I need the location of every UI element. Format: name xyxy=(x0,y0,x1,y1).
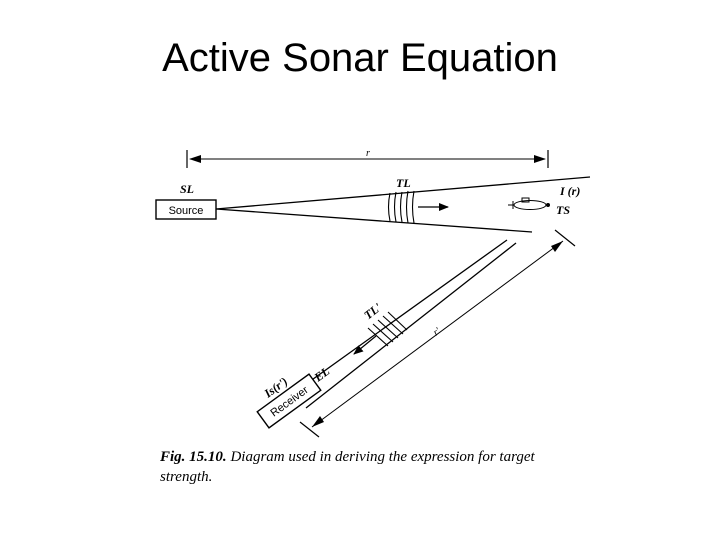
figure-number: Fig. 15.10. xyxy=(160,449,227,465)
target-strength-label: TS xyxy=(556,203,570,217)
range-arrow-right xyxy=(534,155,546,163)
outgoing-beam xyxy=(215,176,591,233)
submarine-target-icon xyxy=(508,197,550,210)
return-wavefronts xyxy=(367,311,408,347)
figure-caption: Fig. 15.10. Diagram used in deriving the… xyxy=(160,447,580,487)
source-box-label: Source xyxy=(169,205,204,217)
return-range-arrow-bottom xyxy=(312,416,324,427)
return-propagation-arrow xyxy=(353,335,377,355)
range-arrow-left xyxy=(189,155,201,163)
outgoing-wavefronts xyxy=(387,190,415,224)
receiver-box: Receiver xyxy=(256,373,322,429)
source-box: Source xyxy=(155,199,217,220)
transmission-loss-label: TL xyxy=(396,176,411,190)
return-range-label: r' xyxy=(431,325,443,338)
range-label: r xyxy=(366,148,370,159)
return-beam xyxy=(294,239,517,409)
return-range-dimension: r' xyxy=(299,229,576,438)
source-level-label: SL xyxy=(180,182,194,196)
return-range-arrow-top xyxy=(551,241,563,252)
range-dimension: r xyxy=(186,148,549,168)
intensity-label: I (r) xyxy=(559,184,580,198)
slide-title: Active Sonar Equation xyxy=(162,36,558,80)
return-transmission-loss-label: TL' xyxy=(361,300,384,323)
caption-text: Diagram used in deriving the expression … xyxy=(160,449,535,485)
